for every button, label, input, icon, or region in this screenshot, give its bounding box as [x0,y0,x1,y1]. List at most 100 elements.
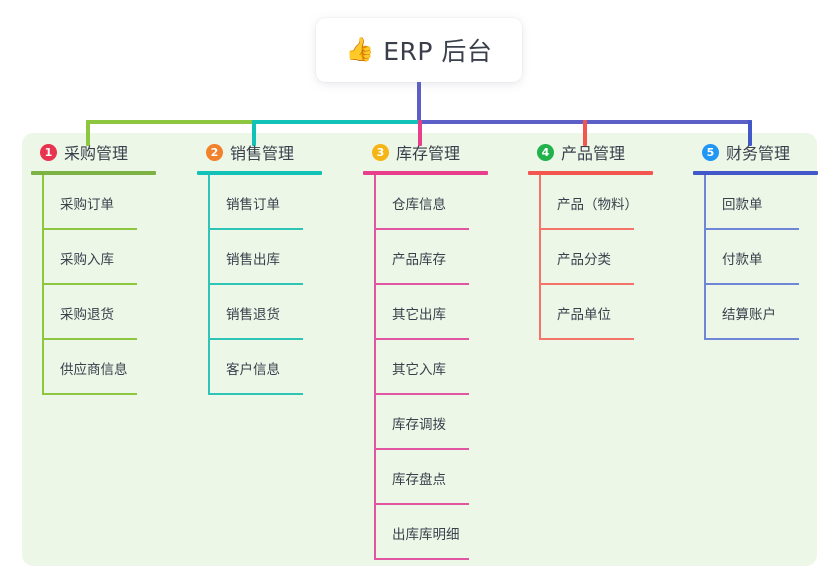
branch-items-4: 产品（物料） 产品分类产品单位 [539,175,684,340]
drop-procurement [86,120,90,146]
branch-item-underline [42,338,137,340]
branch-item-label: 结算账户 [722,306,776,323]
branch-items-3: 仓库信息产品库存其它出库其它入库库存调拨库存盘点出库库明细 [374,175,519,560]
branch-item[interactable]: 回款单 [704,175,839,230]
branch-rule-2 [197,171,322,175]
branch-item-label: 采购退货 [60,306,114,323]
branch-item-underline [374,448,469,450]
branch-item[interactable]: 库存盘点 [374,450,519,505]
branch-item-label: 产品单位 [557,306,611,323]
branch-spine-1 [42,175,44,395]
branch-item-underline [374,338,469,340]
branch-item-underline [374,393,469,395]
bus-green [86,120,256,124]
branch-item[interactable]: 销售退货 [208,285,353,340]
branch-items-1: 采购订单采购入库采购退货供应商信息 [42,175,187,395]
branch-item-underline [704,228,799,230]
branch-item-underline [42,283,137,285]
branch-title-4: 产品管理 [561,144,626,163]
branch-item[interactable]: 采购退货 [42,285,187,340]
bus-teal [254,120,422,124]
branch-item-underline [704,338,799,340]
branch-rule-3 [363,171,488,175]
branch-item[interactable]: 产品（物料） [539,175,684,230]
branch-item-label: 付款单 [722,251,763,268]
branch-rule-5 [693,171,818,175]
branch-item-label: 采购订单 [60,196,114,213]
drop-inventory [418,120,422,146]
branch-item-label: 库存盘点 [392,471,446,488]
branch-item-label: 仓库信息 [392,196,446,213]
branch-item-underline [539,283,634,285]
branch-item-underline [374,503,469,505]
branch-rule-1 [31,171,156,175]
drop-finance [748,120,752,146]
branch-spine-4 [539,175,541,340]
branch-item[interactable]: 产品分类 [539,230,684,285]
branch-item[interactable]: 客户信息 [208,340,353,395]
branch-item[interactable]: 销售出库 [208,230,353,285]
branch-item-label: 采购入库 [60,251,114,268]
branch-title-1: 采购管理 [64,144,129,163]
branch-item-label: 销售退货 [226,306,280,323]
branch-item[interactable]: 仓库信息 [374,175,519,230]
branch-badge-3: 3 [372,143,389,161]
branch-item[interactable]: 产品库存 [374,230,519,285]
root-title: ERP 后台 [383,37,493,66]
branch-item-label: 产品分类 [557,251,611,268]
root-node[interactable]: 👍 ERP 后台 [316,18,522,82]
branch-item[interactable]: 供应商信息 [42,340,187,395]
branch-item[interactable]: 库存调拨 [374,395,519,450]
branches-panel [22,133,817,566]
branch-item[interactable]: 付款单 [704,230,839,285]
branch-item-label: 销售订单 [226,196,280,213]
branch-title-2: 销售管理 [230,144,295,163]
branch-item-underline [42,228,137,230]
branch-badge-4: 4 [537,143,554,161]
branch-item[interactable]: 采购入库 [42,230,187,285]
branch-item-label: 其它出库 [392,306,446,323]
branch-item-label: 库存调拨 [392,416,446,433]
branch-item-label: 产品（物料） [557,196,638,213]
branch-header-4[interactable]: 4 产品管理 [519,133,684,171]
branch-item-underline [539,228,634,230]
branch-spine-5 [704,175,706,340]
branch-item-label: 产品库存 [392,251,446,268]
branch-item[interactable]: 采购订单 [42,175,187,230]
branch-item-underline [374,283,469,285]
branch-item-label: 供应商信息 [60,361,128,378]
branch-item[interactable]: 结算账户 [704,285,839,340]
branch-item-underline [208,393,303,395]
root-stem-connector [417,80,421,122]
branch-item-underline [374,558,469,560]
branch-item-underline [208,283,303,285]
branch-item[interactable]: 其它出库 [374,285,519,340]
branch-rule-4 [528,171,653,175]
branch-item-underline [374,228,469,230]
branch-item-label: 出库库明细 [392,526,460,543]
branch-item-label: 客户信息 [226,361,280,378]
branch-item[interactable]: 出库库明细 [374,505,519,560]
branch-spine-2 [208,175,210,395]
branch-item-underline [42,393,137,395]
branch-item[interactable]: 其它入库 [374,340,519,395]
branch-column-4: 4 产品管理产品（物料） 产品分类产品单位 [519,133,684,340]
branch-item-underline [208,228,303,230]
branch-item-label: 其它入库 [392,361,446,378]
branch-item-label: 回款单 [722,196,763,213]
branch-item[interactable]: 产品单位 [539,285,684,340]
branch-items-2: 销售订单销售出库销售退货客户信息 [208,175,353,395]
branch-item-label: 销售出库 [226,251,280,268]
branch-title-5: 财务管理 [726,144,791,163]
drop-product [583,120,587,146]
branch-item[interactable]: 销售订单 [208,175,353,230]
